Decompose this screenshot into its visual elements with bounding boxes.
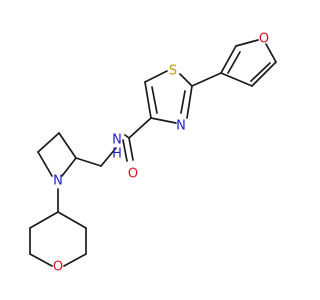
bond-azetidine-c3-c4 [37,132,60,153]
bond-carbonyl-n [124,134,130,139]
bond-thiazole-s-c5 [144,70,168,83]
bond-thiazole-c5-c4-double [151,86,158,114]
bond-oxane-c2-o [63,253,87,267]
atom-layer: S N O O N H N O [53,32,269,275]
bond-oxane-o-c6 [29,253,53,267]
bond-furan-c4-c3 [220,72,253,87]
atom-n-thiazole: N [176,119,186,134]
bond-furan-c2-o [235,39,259,47]
bond-azetidine-n-c2 [61,157,77,177]
bond-furan-c3-c2-double [227,51,241,74]
atom-o-furan: O [259,32,269,47]
bond-azetidine-c2-c3 [58,132,77,159]
bond-furan-o-c5 [265,43,277,63]
atom-o-carbonyl: O [128,167,138,182]
bond-furan-c3-c2 [220,45,237,74]
bond-c4-carbonyl-c [128,117,152,139]
bond-azetidine-c4-n [37,151,53,177]
atom-o-oxane: O [53,260,63,275]
bond-thiazole-c5-c4 [144,81,152,119]
bond-amide-n-ch2 [100,147,117,167]
bond-carbonyl-co-double [122,139,128,162]
molecule-canvas: S N O O N H N O [29,32,277,275]
bond-carbonyl-co [128,137,134,161]
bond-furan-c5-c4-double [250,62,271,82]
atom-s1: S [169,64,177,79]
bond-thiazole-c2-s [179,73,193,87]
bond-thiazole-n-c2-double [180,90,186,114]
bond-layer [29,39,277,267]
bond-thiazole-c4-n [150,117,177,124]
bond-ch2-azetidine [75,157,102,167]
bond-oxane-c4-c3 [57,211,87,229]
atom-h-amide: H [112,147,122,162]
molecule-structure: S N O O N H N O [29,32,277,275]
atom-n-amide: N [112,133,122,148]
bond-furan-thiazole [191,72,222,87]
bond-furan-c5-c4 [251,61,277,87]
bond-oxane-c5-c4 [29,211,59,229]
atom-n-azetidine: N [53,174,63,189]
bond-thiazole-n-c2 [186,85,193,119]
